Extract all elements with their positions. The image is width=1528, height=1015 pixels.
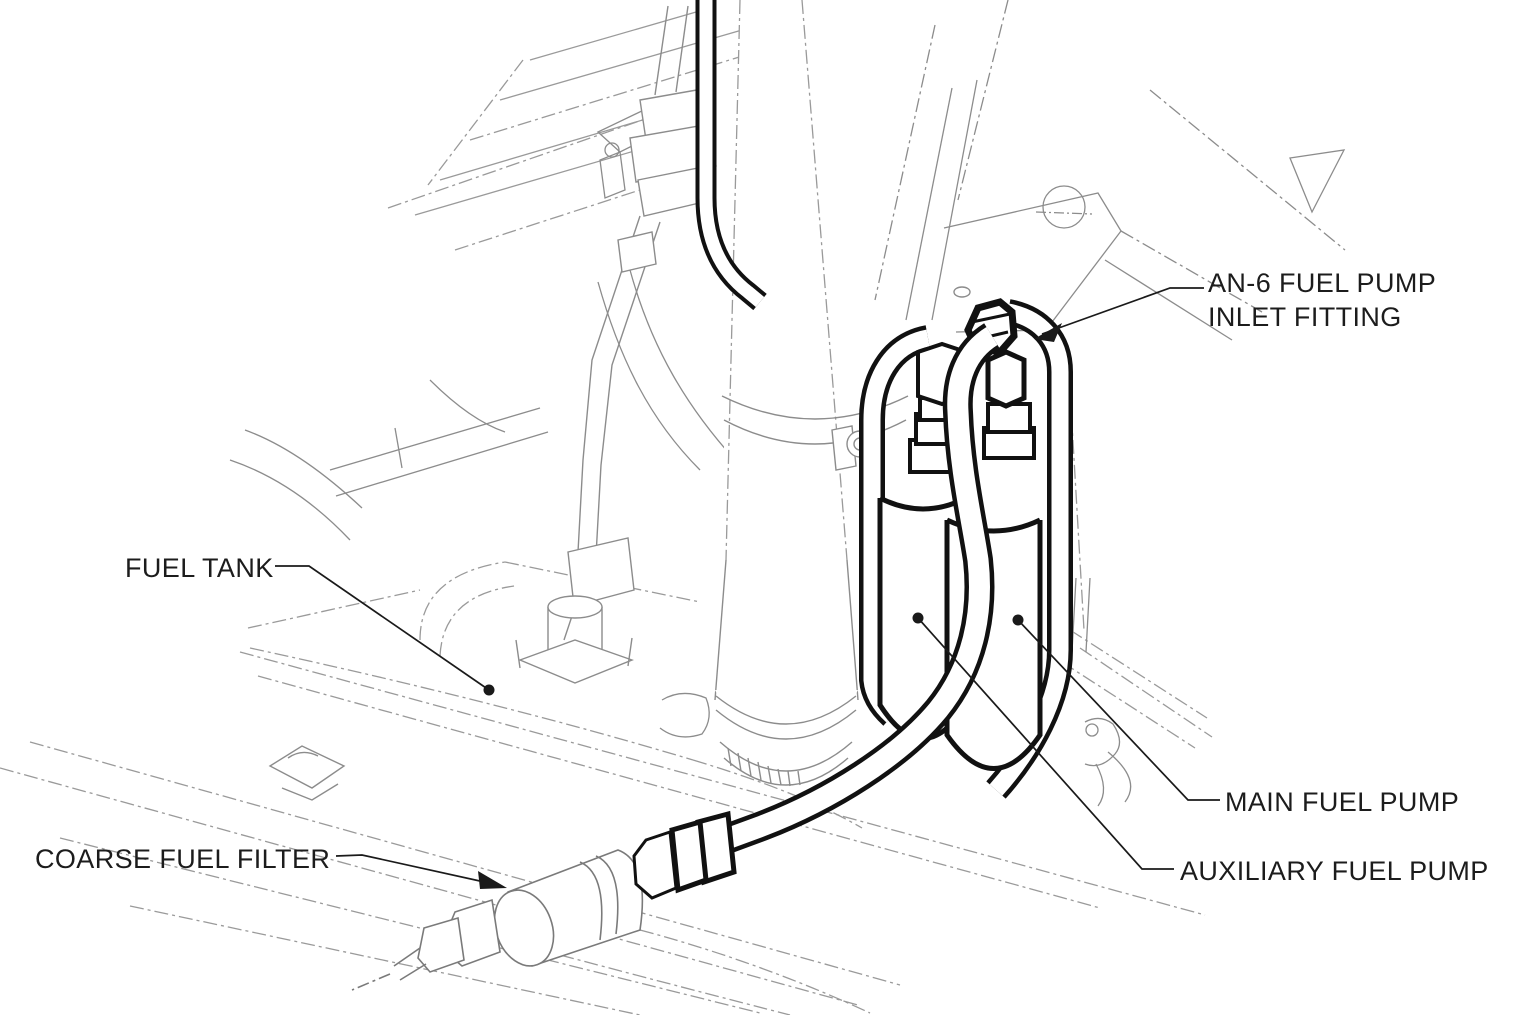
- chassis-tubes: [229, 269, 736, 541]
- tube-clamp-ribs: [727, 747, 801, 787]
- upper-fuel-line: [695, 0, 767, 311]
- main-pump-head: [982, 349, 1036, 460]
- leader-lines: [275, 287, 1220, 889]
- label-main-fuel-pump: MAIN FUEL PUMP: [1225, 787, 1460, 817]
- footman-loop-bracket: [268, 745, 346, 801]
- label-an6-line2: INLET FITTING: [1208, 302, 1402, 332]
- label-an6-fuel-pump-inlet-fitting: AN-6 FUEL PUMP INLET FITTING: [1208, 266, 1436, 334]
- coarse-fuel-filter-part: [351, 849, 644, 991]
- main-fuel-hose: [718, 323, 1001, 855]
- label-auxiliary-fuel-pump: AUXILIARY FUEL PUMP: [1180, 856, 1489, 886]
- hose-end-fitting: [632, 810, 737, 900]
- label-coarse-fuel-filter: COARSE FUEL FILTER: [35, 844, 331, 874]
- label-fuel-tank: FUEL TANK: [125, 553, 274, 583]
- wiring-connector: [1084, 717, 1132, 807]
- fuel-tank-outline: [247, 561, 863, 829]
- tank-outlet-mount: [515, 595, 634, 684]
- label-an6-line1: AN-6 FUEL PUMP: [1208, 268, 1437, 298]
